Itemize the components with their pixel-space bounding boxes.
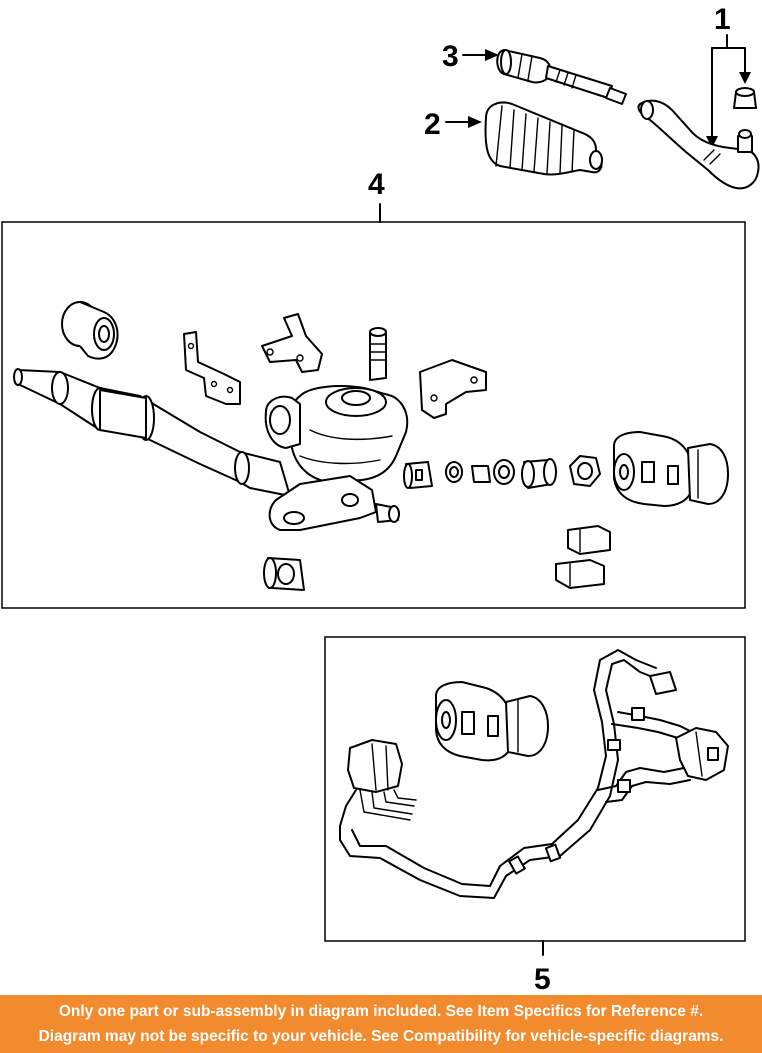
callout-4: 4 — [368, 168, 385, 201]
part-4-steering-gear-assembly: 4 — [1, 168, 746, 609]
callout-2: 2 — [424, 108, 441, 141]
callout-1: 1 — [714, 3, 731, 36]
part-1-tie-rod-end: 1 — [637, 3, 760, 190]
callout-3: 3 — [442, 40, 459, 73]
part-3-inner-tie-rod: 3 — [442, 40, 627, 105]
assembly-frame — [1, 221, 746, 609]
disclaimer-banner: Only one part or sub-assembly in diagram… — [0, 995, 762, 1053]
callout-5: 5 — [534, 963, 551, 995]
disclaimer-line-1: Only one part or sub-assembly in diagram… — [58, 1003, 704, 1020]
part-2-steering-boot: 2 — [424, 101, 603, 176]
disclaimer-line-2: Diagram may not be specific to your vehi… — [38, 1028, 724, 1045]
part-5-motor-harness: 5 — [324, 636, 746, 995]
steering-gear-parts-diagram: 1 2 3 — [1, 3, 760, 995]
harness-frame — [324, 636, 746, 942]
